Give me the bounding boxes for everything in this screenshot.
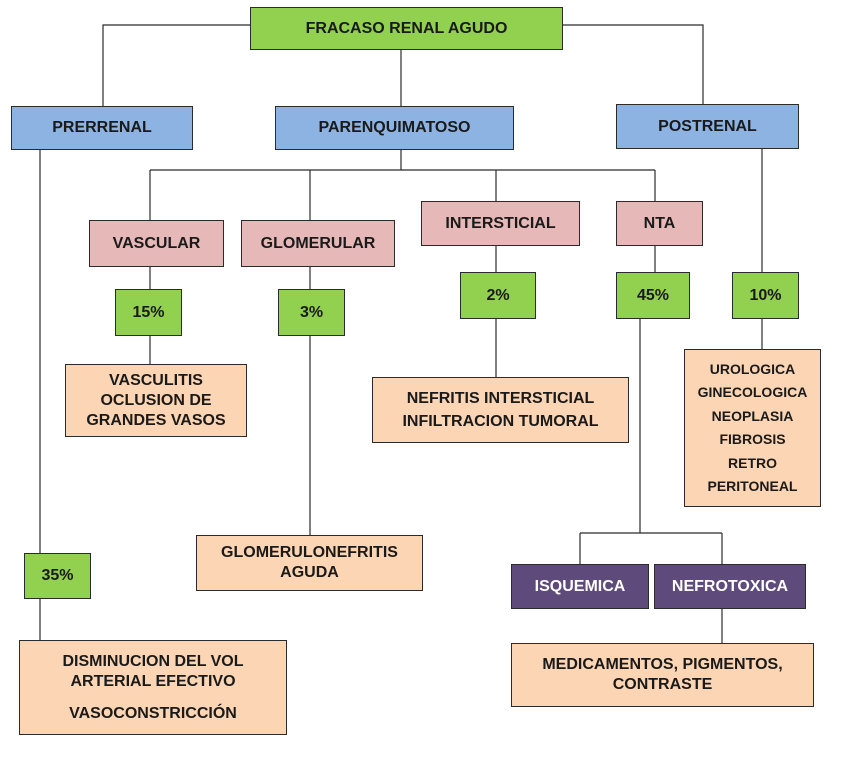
category-parenquimatoso: PARENQUIMATOSO [275,106,514,150]
causes-vascular-line-1: VASCULITIS [109,371,203,389]
subtype-intersticial-label: INTERSTICIAL [445,214,556,232]
nta-type-nefrotoxica-label: NEFROTOXICA [671,577,789,595]
subtype-vascular-label: VASCULAR [112,234,201,252]
subtype-intersticial: INTERSTICIAL [421,201,580,246]
percent-vascular: 15% [115,289,182,336]
percent-postrenal-value: 10% [749,286,782,304]
causes-intersticial-line-2: INFILTRACION TUMORAL [402,412,599,430]
causes-prerrenal: DISMINUCION DEL VOL ARTERIAL EFECTIVO VA… [19,640,287,735]
causes-postrenal-line-2: GINECOLOGICA [697,384,808,400]
percent-nta: 45% [616,272,690,319]
causes-vascular-line-3: GRANDES VASOS [86,411,226,429]
nta-type-nefrotoxica: NEFROTOXICA [654,564,806,609]
causes-glomerular-line-1: GLOMERULONEFRITIS [221,544,398,561]
percent-prerrenal: 35% [24,553,91,599]
connector-root-postrenal [563,24,704,104]
percent-intersticial-value: 2% [486,286,510,304]
causes-intersticial: NEFRITIS INTERSTICIAL INFILTRACION TUMOR… [372,377,629,443]
subtype-nta-label: NTA [643,214,676,232]
root-node: FRACASO RENAL AGUDO [250,7,563,50]
percent-prerrenal-value: 35% [41,567,74,584]
causes-prerrenal-line-3: VASOCONSTRICCIÓN [69,704,237,722]
causes-nta-line-1: MEDICAMENTOS, PIGMENTOS, [542,656,783,673]
causes-vascular: VASCULITIS OCLUSION DE GRANDES VASOS [65,364,247,437]
root-label: FRACASO RENAL AGUDO [305,19,508,37]
causes-postrenal-line-1: UROLOGICA [709,360,796,377]
connector-root-prerrenal [102,24,250,106]
causes-vascular-line-2: OCLUSION DE [100,391,212,409]
percent-vascular-value: 15% [132,303,165,321]
percent-intersticial: 2% [460,272,536,319]
percent-postrenal: 10% [732,272,799,319]
percent-glomerular-value: 3% [299,303,324,321]
causes-intersticial-line-1: NEFRITIS INTERSTICIAL [406,389,595,407]
causes-postrenal-line-4: FIBROSIS [719,431,786,447]
causes-postrenal-line-3: NEOPLASIA [711,407,794,424]
category-prerrenal: PRERRENAL [11,106,193,150]
causes-prerrenal-line-1: DISMINUCION DEL VOL [62,652,244,670]
category-postrenal-label: POSTRENAL [658,117,757,135]
percent-nta-value: 45% [636,286,670,304]
percent-glomerular: 3% [278,289,345,336]
causes-postrenal-line-5: RETRO [728,454,777,471]
causes-glomerular-line-2: AGUDA [280,564,339,581]
causes-postrenal-line-6: PERITONEAL [707,478,798,494]
causes-prerrenal-line-2: ARTERIAL EFECTIVO [70,672,236,690]
causes-nta: MEDICAMENTOS, PIGMENTOS, CONTRASTE [511,643,814,707]
category-prerrenal-label: PRERRENAL [52,119,152,136]
nta-type-isquemica-label: ISQUEMICA [534,577,626,595]
category-postrenal: POSTRENAL [616,104,799,149]
subtype-nta: NTA [616,201,703,246]
nta-type-isquemica: ISQUEMICA [511,564,649,609]
causes-glomerular: GLOMERULONEFRITIS AGUDA [196,535,423,591]
subtype-vascular: VASCULAR [89,220,224,267]
subtype-glomerular-label: GLOMERULAR [260,234,376,252]
subtype-glomerular: GLOMERULAR [241,220,395,267]
causes-postrenal: UROLOGICA GINECOLOGICA NEOPLASIA FIBROSI… [684,349,821,507]
causes-nta-line-2: CONTRASTE [612,676,713,693]
category-parenquimatoso-label: PARENQUIMATOSO [318,119,471,136]
